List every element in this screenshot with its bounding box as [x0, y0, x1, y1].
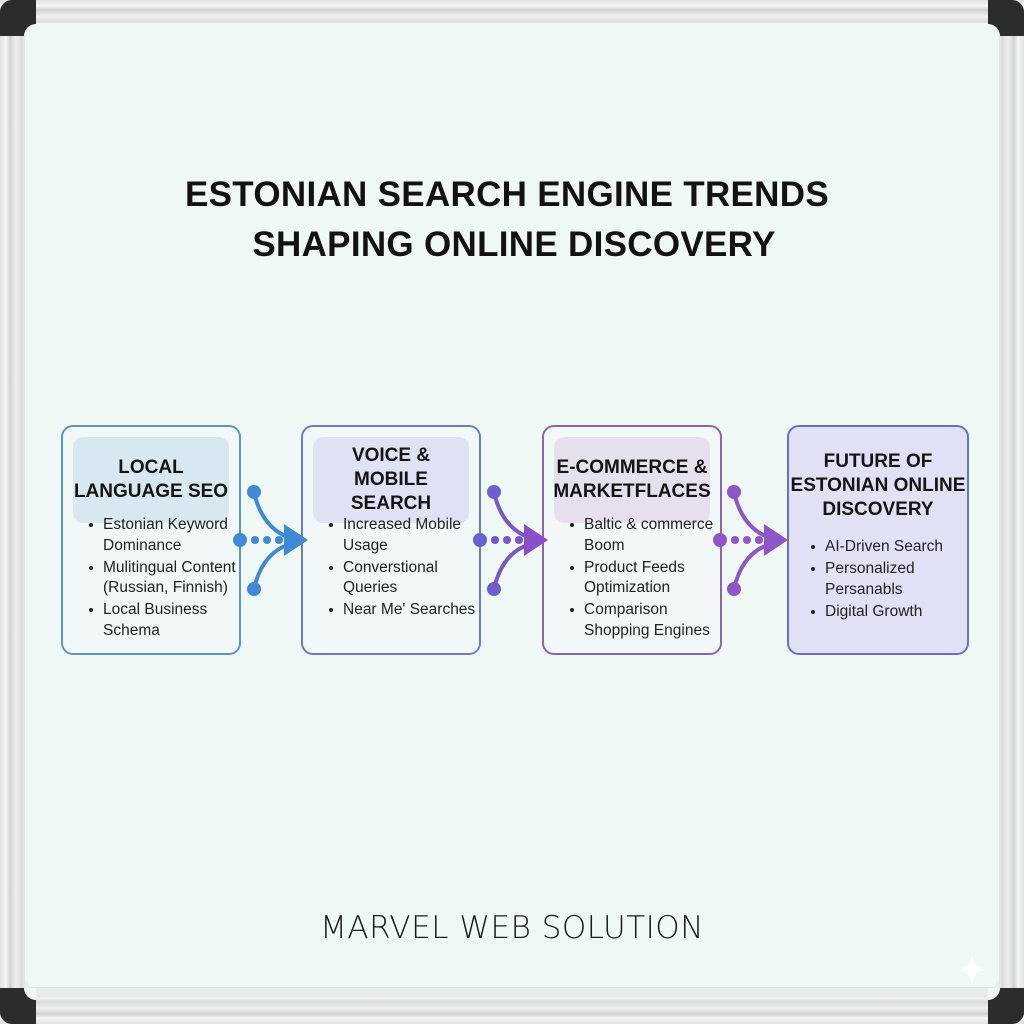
page-title: ESTONIAN SEARCH ENGINE TRENDS SHAPING ON… [0, 170, 1014, 270]
title-line-1: ESTONIAN SEARCH ENGINE TRENDS [185, 175, 829, 214]
frame-corner-icon [0, 0, 36, 36]
frame-corner-icon [988, 0, 1024, 36]
list-item: Mulitingual Content (Russian, Finnish) [89, 558, 239, 599]
whiteboard-frame-left [0, 0, 26, 1024]
stage-items: Increased Mobile Usage Converstional Que… [317, 515, 479, 622]
whiteboard-frame-bottom [0, 998, 1024, 1024]
list-item: Personalized Persanabls [811, 559, 967, 600]
heading-line: DISCOVERY [822, 499, 934, 520]
merge-arrow-icon [472, 478, 552, 603]
heading-line: MARKETFLACES [553, 481, 711, 502]
heading-line: FUTURE OF [823, 451, 933, 472]
stage-card-future-discovery: FUTURE OF ESTONIAN ONLINE DISCOVERY AI-D… [787, 425, 969, 655]
stage-card-ecommerce-marketplaces: E-COMMERCE & MARKETFLACES Baltic & comme… [542, 425, 722, 655]
list-item: Converstional Queries [329, 558, 479, 599]
list-item: Digital Growth [811, 602, 967, 623]
heading-line: LOCAL [118, 457, 184, 478]
stage-items: Baltic & commerce Boom Product Feeds Opt… [558, 515, 720, 643]
heading-line: VOICE & [351, 445, 431, 466]
merge-arrow-icon [232, 478, 312, 603]
stage-heading: FUTURE OF ESTONIAN ONLINE DISCOVERY [789, 441, 967, 531]
list-item: Estonian Keyword Dominance [89, 515, 239, 556]
merge-arrow-icon [712, 478, 792, 603]
whiteboard-frame-right [998, 0, 1024, 1024]
list-item: Baltic & commerce Boom [570, 515, 720, 556]
footer-brand: MARVEL WEB SOLUTION [320, 910, 704, 946]
list-item: Product Feeds Optimization [570, 558, 720, 599]
stage-heading: LOCAL LANGUAGE SEO [73, 437, 229, 523]
heading-line: E-COMMERCE & [556, 457, 708, 478]
frame-corner-icon [988, 988, 1024, 1024]
whiteboard-frame-top [0, 0, 1024, 26]
list-item: Local Business Schema [89, 600, 239, 641]
stage-heading: E-COMMERCE & MARKETFLACES [553, 437, 711, 523]
list-item: Increased Mobile Usage [329, 515, 479, 556]
stage-items: AI-Driven Search Personalized Persanabls… [799, 537, 967, 624]
heading-line: ESTONIAN ONLINE [790, 475, 966, 496]
list-item: Comparison Shopping Engines [570, 600, 720, 641]
list-item: Near Me' Searches [329, 600, 479, 621]
heading-line: LANGUAGE SEO [73, 481, 229, 502]
stage-card-voice-mobile-search: VOICE & MOBILE SEARCH Increased Mobile U… [301, 425, 481, 655]
sparkle-icon [958, 956, 986, 984]
stage-items: Estonian Keyword Dominance Mulitingual C… [77, 515, 239, 643]
list-item: AI-Driven Search [811, 537, 967, 558]
stage-heading: VOICE & MOBILE SEARCH [313, 437, 469, 523]
title-line-2: SHAPING ONLINE DISCOVERY [252, 225, 776, 264]
heading-line: MOBILE SEARCH [350, 469, 432, 514]
stage-card-local-language-seo: LOCAL LANGUAGE SEO Estonian Keyword Domi… [61, 425, 241, 655]
frame-corner-icon [0, 988, 36, 1024]
